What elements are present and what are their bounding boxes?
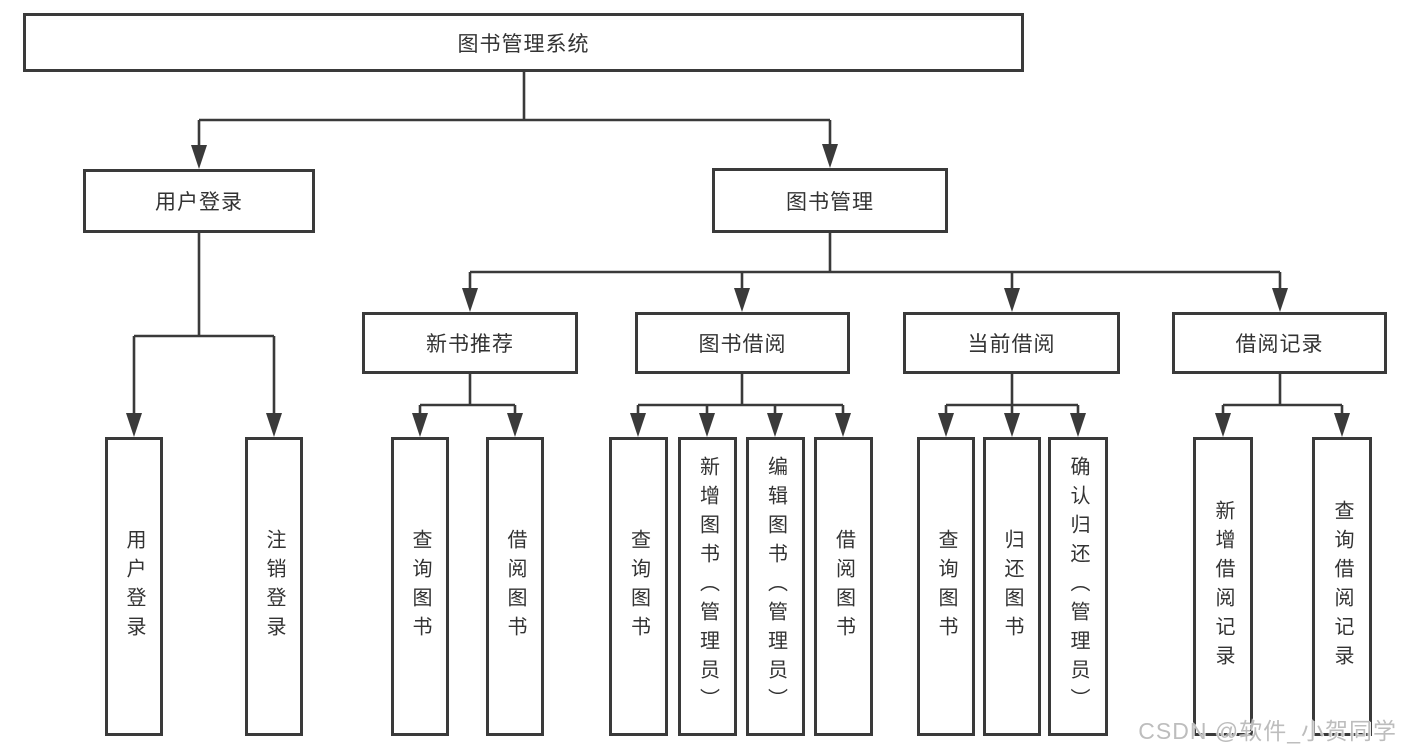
leaf-edit-book-admin: 编辑图书（管理员） bbox=[746, 437, 805, 736]
node-label: 新书推荐 bbox=[426, 333, 514, 356]
node-label: 新增借阅记录 bbox=[1212, 499, 1234, 674]
node-label: 查询图书 bbox=[935, 528, 957, 645]
leaf-add-borrow-record: 新增借阅记录 bbox=[1193, 437, 1253, 736]
leaf-logout: 注销登录 bbox=[245, 437, 303, 736]
node-label: 借阅图书 bbox=[832, 528, 855, 645]
node-label: 归还图书 bbox=[1001, 528, 1023, 645]
node-label: 新增图书（管理员） bbox=[696, 456, 719, 717]
node-label: 注销登录 bbox=[263, 528, 285, 645]
leaf-add-book-admin: 新增图书（管理员） bbox=[678, 437, 737, 736]
leaf-user-login: 用户登录 bbox=[105, 437, 163, 736]
node-label: 借阅图书 bbox=[504, 528, 526, 645]
node-label: 借阅记录 bbox=[1235, 333, 1324, 356]
node-label: 当前借阅 bbox=[967, 333, 1056, 356]
node-borrow-records: 借阅记录 bbox=[1172, 312, 1387, 374]
node-new-book-recommend: 新书推荐 bbox=[362, 312, 578, 374]
leaf-query-book: 查询图书 bbox=[609, 437, 668, 736]
leaf-borrow-book: 借阅图书 bbox=[814, 437, 873, 736]
arrowhead-icons bbox=[126, 144, 1350, 437]
node-label: 查询借阅记录 bbox=[1331, 499, 1353, 674]
leaf-query-book-recommend: 查询图书 bbox=[391, 437, 449, 736]
node-label: 图书管理系统 bbox=[457, 32, 590, 56]
node-current-borrow: 当前借阅 bbox=[903, 312, 1120, 374]
node-label: 编辑图书（管理员） bbox=[764, 456, 787, 717]
node-user-login: 用户登录 bbox=[83, 169, 315, 233]
node-book-borrow: 图书借阅 bbox=[635, 312, 850, 374]
node-label: 用户登录 bbox=[155, 191, 243, 214]
node-label: 查询图书 bbox=[627, 528, 650, 645]
leaf-query-current-borrow: 查询图书 bbox=[917, 437, 975, 736]
node-library-management-system: 图书管理系统 bbox=[23, 13, 1024, 72]
leaf-borrow-book-recommend: 借阅图书 bbox=[486, 437, 544, 736]
node-label: 确认归还（管理员） bbox=[1067, 456, 1089, 717]
node-label: 查询图书 bbox=[409, 528, 431, 645]
node-label: 图书借阅 bbox=[698, 333, 787, 356]
leaf-confirm-return-admin: 确认归还（管理员） bbox=[1048, 437, 1108, 736]
leaf-return-book: 归还图书 bbox=[983, 437, 1041, 736]
node-book-management: 图书管理 bbox=[712, 168, 948, 233]
node-label: 用户登录 bbox=[123, 528, 145, 645]
node-label: 图书管理 bbox=[786, 190, 874, 214]
csdn-watermark: CSDN @软件_小贺同学 bbox=[1138, 718, 1397, 744]
leaf-query-borrow-record: 查询借阅记录 bbox=[1312, 437, 1372, 736]
